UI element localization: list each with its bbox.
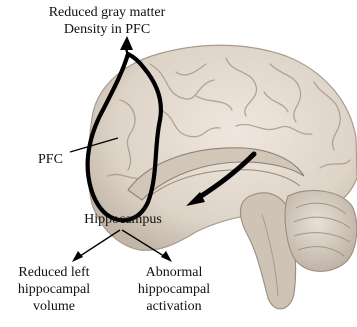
pfc-label: PFC	[38, 151, 63, 168]
left-outcome-line-3: volume	[0, 298, 108, 315]
right-outcome-line-1: Abnormal	[122, 264, 226, 281]
left-outcome-line-1: Reduced left	[0, 264, 108, 281]
branch-line-left	[77, 230, 120, 258]
right-outcome-line-2: hippocampal	[122, 281, 226, 298]
pfc-title-label: Reduced gray matter Density in PFC	[22, 4, 192, 38]
left-outcome-line-2: hippocampal	[0, 281, 108, 298]
pfc-title-line-2: Density in PFC	[22, 21, 192, 38]
cerebellum-shape	[285, 191, 357, 272]
left-outcome-label: Reduced left hippocampal volume	[0, 264, 108, 315]
right-outcome-line-3: activation	[122, 298, 226, 315]
pfc-arrow-head	[120, 36, 133, 50]
hippocampus-label: Hippocampus	[68, 211, 178, 228]
branch-arrowhead-right	[161, 251, 172, 262]
pfc-title-line-1: Reduced gray matter	[22, 4, 192, 21]
right-outcome-label: Abnormal hippocampal activation	[122, 264, 226, 315]
branch-arrowhead-left	[72, 251, 83, 262]
